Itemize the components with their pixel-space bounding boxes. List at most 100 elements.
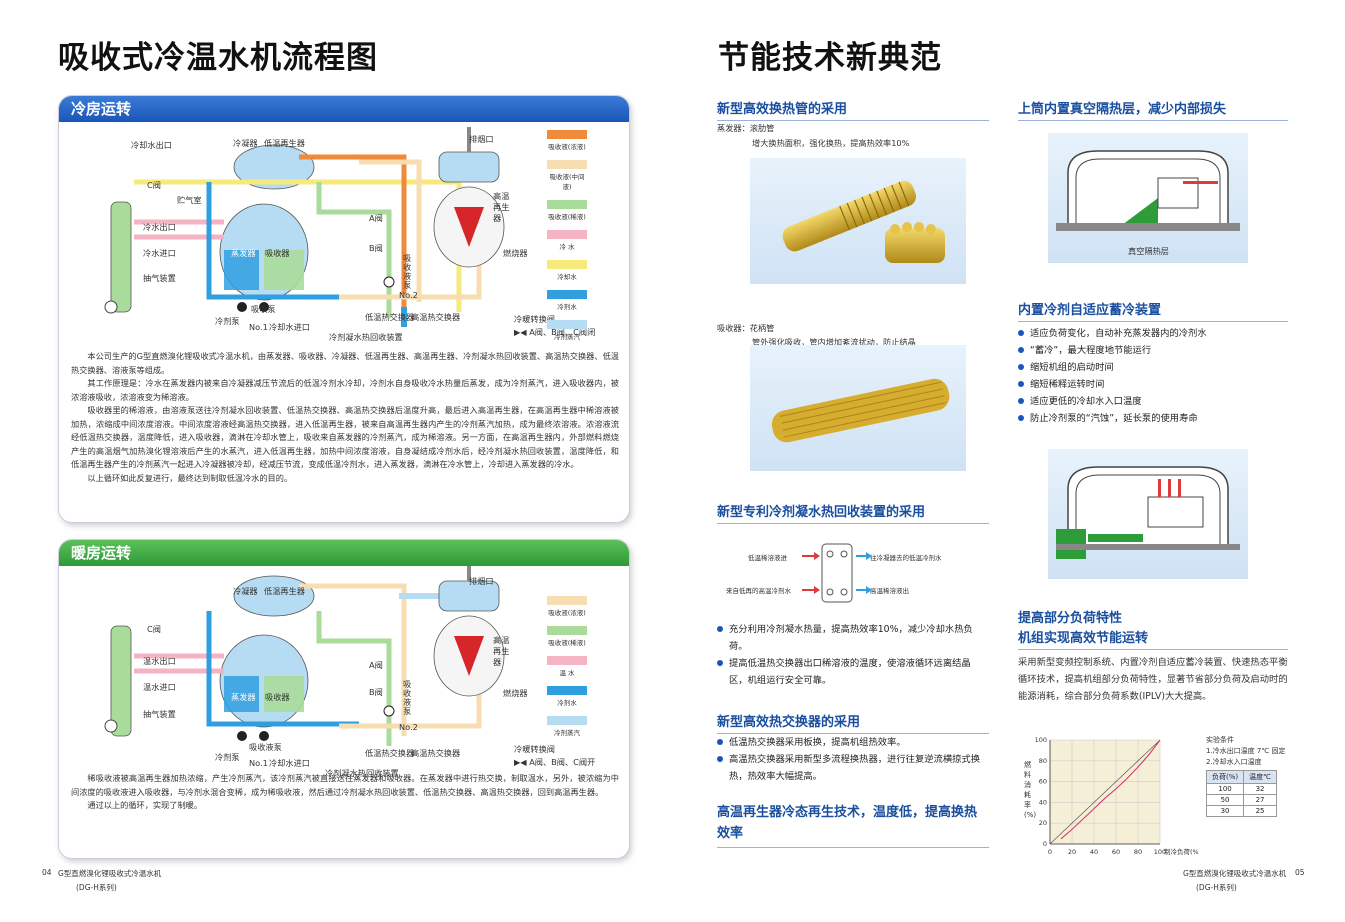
x-tick-label: 60 (1112, 848, 1120, 856)
selfadapt-bullets: 适应负荷变化，自动补充蒸发器内的冷剂水 “蓄冷”，最大程度地节能运行 缩短机组的… (1018, 325, 1288, 427)
hx-bullets: 低温热交换器采用板换，提高机组热效率。 高温热交换器采用新型多流程换热器，进行往… (717, 734, 989, 785)
x-axis-title: 制冷负荷(%) (1164, 847, 1198, 856)
fluted-tube-image (750, 345, 966, 471)
heating-header: 暖房运转 (59, 540, 629, 566)
heat-high-regen-label: 高温再生器 (493, 635, 510, 667)
tube-heading: 新型高效换热管的采用 (717, 98, 989, 121)
vacuum-label: 真空隔热层 (1128, 246, 1169, 256)
cond-cell: 30 (1205, 805, 1245, 817)
cool-legend-swatch (547, 160, 587, 169)
switch-valve-desc: ▶◀ A阀、B阀、C阀闭 (514, 327, 596, 337)
selfadapt-shell-icon (1056, 466, 1240, 559)
footer-right-series: (DG-H系列) (1196, 883, 1237, 892)
series-line (1060, 739, 1161, 840)
footer-right-model: G型直燃溴化锂吸收式冷温水机 (1183, 869, 1287, 878)
heat-cooling-water-in-label: 冷却水进口 (269, 758, 310, 768)
recovery-bullet-1: 充分利用冷剂凝水热量，提高热效率10%，减少冷却水热负荷。 (717, 621, 989, 655)
cooling-para-4: 以上循环如此反复进行，最终达到制取低温冷水的目的。 (87, 472, 293, 483)
partload-heading-2: 机组实现高效节能运转 (1018, 627, 1288, 650)
heat-switch-valve-label: 冷暖转换阀 (514, 744, 555, 754)
footer-left-series: (DG-H系列) (76, 883, 117, 892)
partload-desc: 采用新型变频控制系统、内置冷剂自适应蓄冷装置、快速热态平衡循环技术，提高机组部分… (1018, 657, 1288, 702)
heat-legend-swatch (547, 596, 587, 605)
finned-tube-image (750, 158, 966, 284)
evaporator-label: 蒸发器 (231, 248, 256, 258)
heat-legend-label: 吸收液(稀液) (548, 639, 586, 647)
recovery-heading: 新型专利冷剂凝水热回收装置的采用 (717, 501, 989, 524)
y-tick-label: 40 (1039, 798, 1047, 806)
heat-high-hx-label: 高温热交换器 (411, 748, 461, 758)
high-regen-label: 高温再生器 (493, 191, 510, 223)
refrigerant-pump-label: 冷剂泵 (215, 316, 240, 326)
hx-heading: 新型高效热交换器的采用 (717, 711, 989, 734)
cool-legend-swatch (547, 130, 587, 139)
partload-heading-1: 提高部分负荷特性 (1018, 611, 1123, 626)
fluted-tube-icon (771, 378, 950, 443)
selfadapt-bullet-5: 适应更低的冷却水入口温度 (1018, 393, 1288, 410)
selfadapt-bullet-6: 防止冷剂泵的“汽蚀”，延长泵的使用寿命 (1018, 410, 1288, 427)
cool-legend-label: 冷剂蒸汽 (554, 333, 580, 341)
cool-legend-label: 冷剂水 (557, 303, 577, 311)
vacuum-layer-image (1048, 133, 1248, 263)
x-tick-label: 0 (1048, 848, 1052, 856)
switch-valve-label: 冷暖转换阀 (514, 314, 555, 324)
cond-cell: 100 (1205, 783, 1245, 795)
solution-pump-label: 吸收泵 (251, 304, 276, 314)
heat-c-valve-label: C阀 (147, 624, 161, 634)
heat-exhaust-label: 排烟口 (469, 576, 494, 586)
heat-condenser-label: 冷凝器 (233, 586, 258, 596)
cooling-para-1: 本公司生产的G型直燃溴化锂吸收式冷温水机，由蒸发器、吸收器、冷凝器、低温再生器、… (71, 351, 619, 375)
vacuum-shell-icon (1056, 150, 1240, 231)
heat-legend-swatch (547, 686, 587, 695)
cond-head-load: 负荷(%) (1205, 770, 1245, 784)
selfadapt-bullet-4: 缩短稀释运转时间 (1018, 376, 1288, 393)
low-hx-label: 低温热交换器 (365, 312, 415, 322)
heat-evaporator-label: 蒸发器 (231, 692, 256, 702)
cooling-legend: 吸收液(浓液)吸收液(中间液)吸收液(稀液)冷 水冷却水冷剂水冷剂蒸汽 (547, 130, 587, 350)
cond-table: 负荷(%) 温度℃ 100 32 50 27 30 25 (1205, 770, 1277, 817)
heat-a-valve-label: A阀 (369, 660, 383, 670)
heat-low-regen-label: 低温再生器 (264, 586, 305, 596)
cond-cell: 32 (1243, 783, 1277, 795)
heat-low-hx-label: 低温热交换器 (365, 748, 415, 758)
b-valve-label: B阀 (369, 243, 383, 253)
x-tick-label: 20 (1068, 848, 1076, 856)
tube-abs-line1: 吸收器：花柄管 (717, 323, 775, 333)
y-tick-label: 100 (1035, 736, 1047, 744)
reference-diagonal (1049, 739, 1161, 845)
heat-legend-label: 温 水 (559, 669, 575, 677)
a-valve-label: A阀 (369, 213, 383, 223)
absorber-label: 吸收器 (265, 248, 290, 258)
hx-bullet-2: 高温热交换器采用新型多流程换热器，进行往复逆流横掠式换热，热效率大幅提高。 (717, 751, 989, 785)
cooling-flow-diagram (104, 127, 505, 327)
plate-hx-icon (802, 543, 872, 603)
c-valve-label: C阀 (147, 180, 161, 190)
solution-pump-sub: No.1 (249, 322, 268, 332)
heat-purge-device-label: 抽气装置 (143, 709, 176, 719)
cond-head-temp: 温度℃ (1243, 770, 1277, 784)
x-tick-label: 40 (1090, 848, 1098, 856)
solution-pump2-label: 吸收液泵 (403, 253, 412, 290)
selfadapt-bullet-3: 缩短机组的启动时间 (1018, 359, 1288, 376)
recovery-in1: 低温稀溶液进 (748, 554, 787, 562)
hot-in-label: 温水进口 (143, 682, 176, 692)
low-regen-label: 低温再生器 (264, 138, 305, 148)
high-hx-label: 高温热交换器 (411, 312, 461, 322)
cooling-header: 冷房运转 (59, 96, 629, 122)
cool-legend-label: 吸收液(中间液) (549, 173, 585, 191)
solution-pump2-sub: No.2 (399, 290, 418, 300)
heat-legend-swatch (547, 626, 587, 635)
recovery-out1: 往冷凝器去的低温冷剂水 (870, 554, 942, 562)
cond-cell: 25 (1243, 805, 1277, 817)
cool-legend-label: 冷却水 (557, 273, 577, 281)
heat-switch-valve-desc: ▶◀ A阀、B阀、C阀开 (514, 757, 596, 767)
left-page-title: 吸收式冷温水机流程图 (58, 40, 378, 76)
recovery-out2: 高温稀溶液出 (870, 587, 909, 595)
cooling-para-2: 其工作原理是：冷水在蒸发器内被来自冷凝器减压节流后的低温冷剂水冷却，冷剂水自身吸… (71, 378, 619, 402)
hot-out-label: 温水出口 (143, 656, 176, 666)
selfadapt-bullet-2: “蓄冷”，最大程度地节能运行 (1018, 342, 1288, 359)
heat-solution-pump2-label: 吸收液泵 (403, 679, 412, 716)
cond-cell: 50 (1205, 794, 1245, 806)
condenser-label: 冷凝器 (233, 138, 258, 148)
heat-solution-pump2-sub: No.2 (399, 722, 418, 732)
